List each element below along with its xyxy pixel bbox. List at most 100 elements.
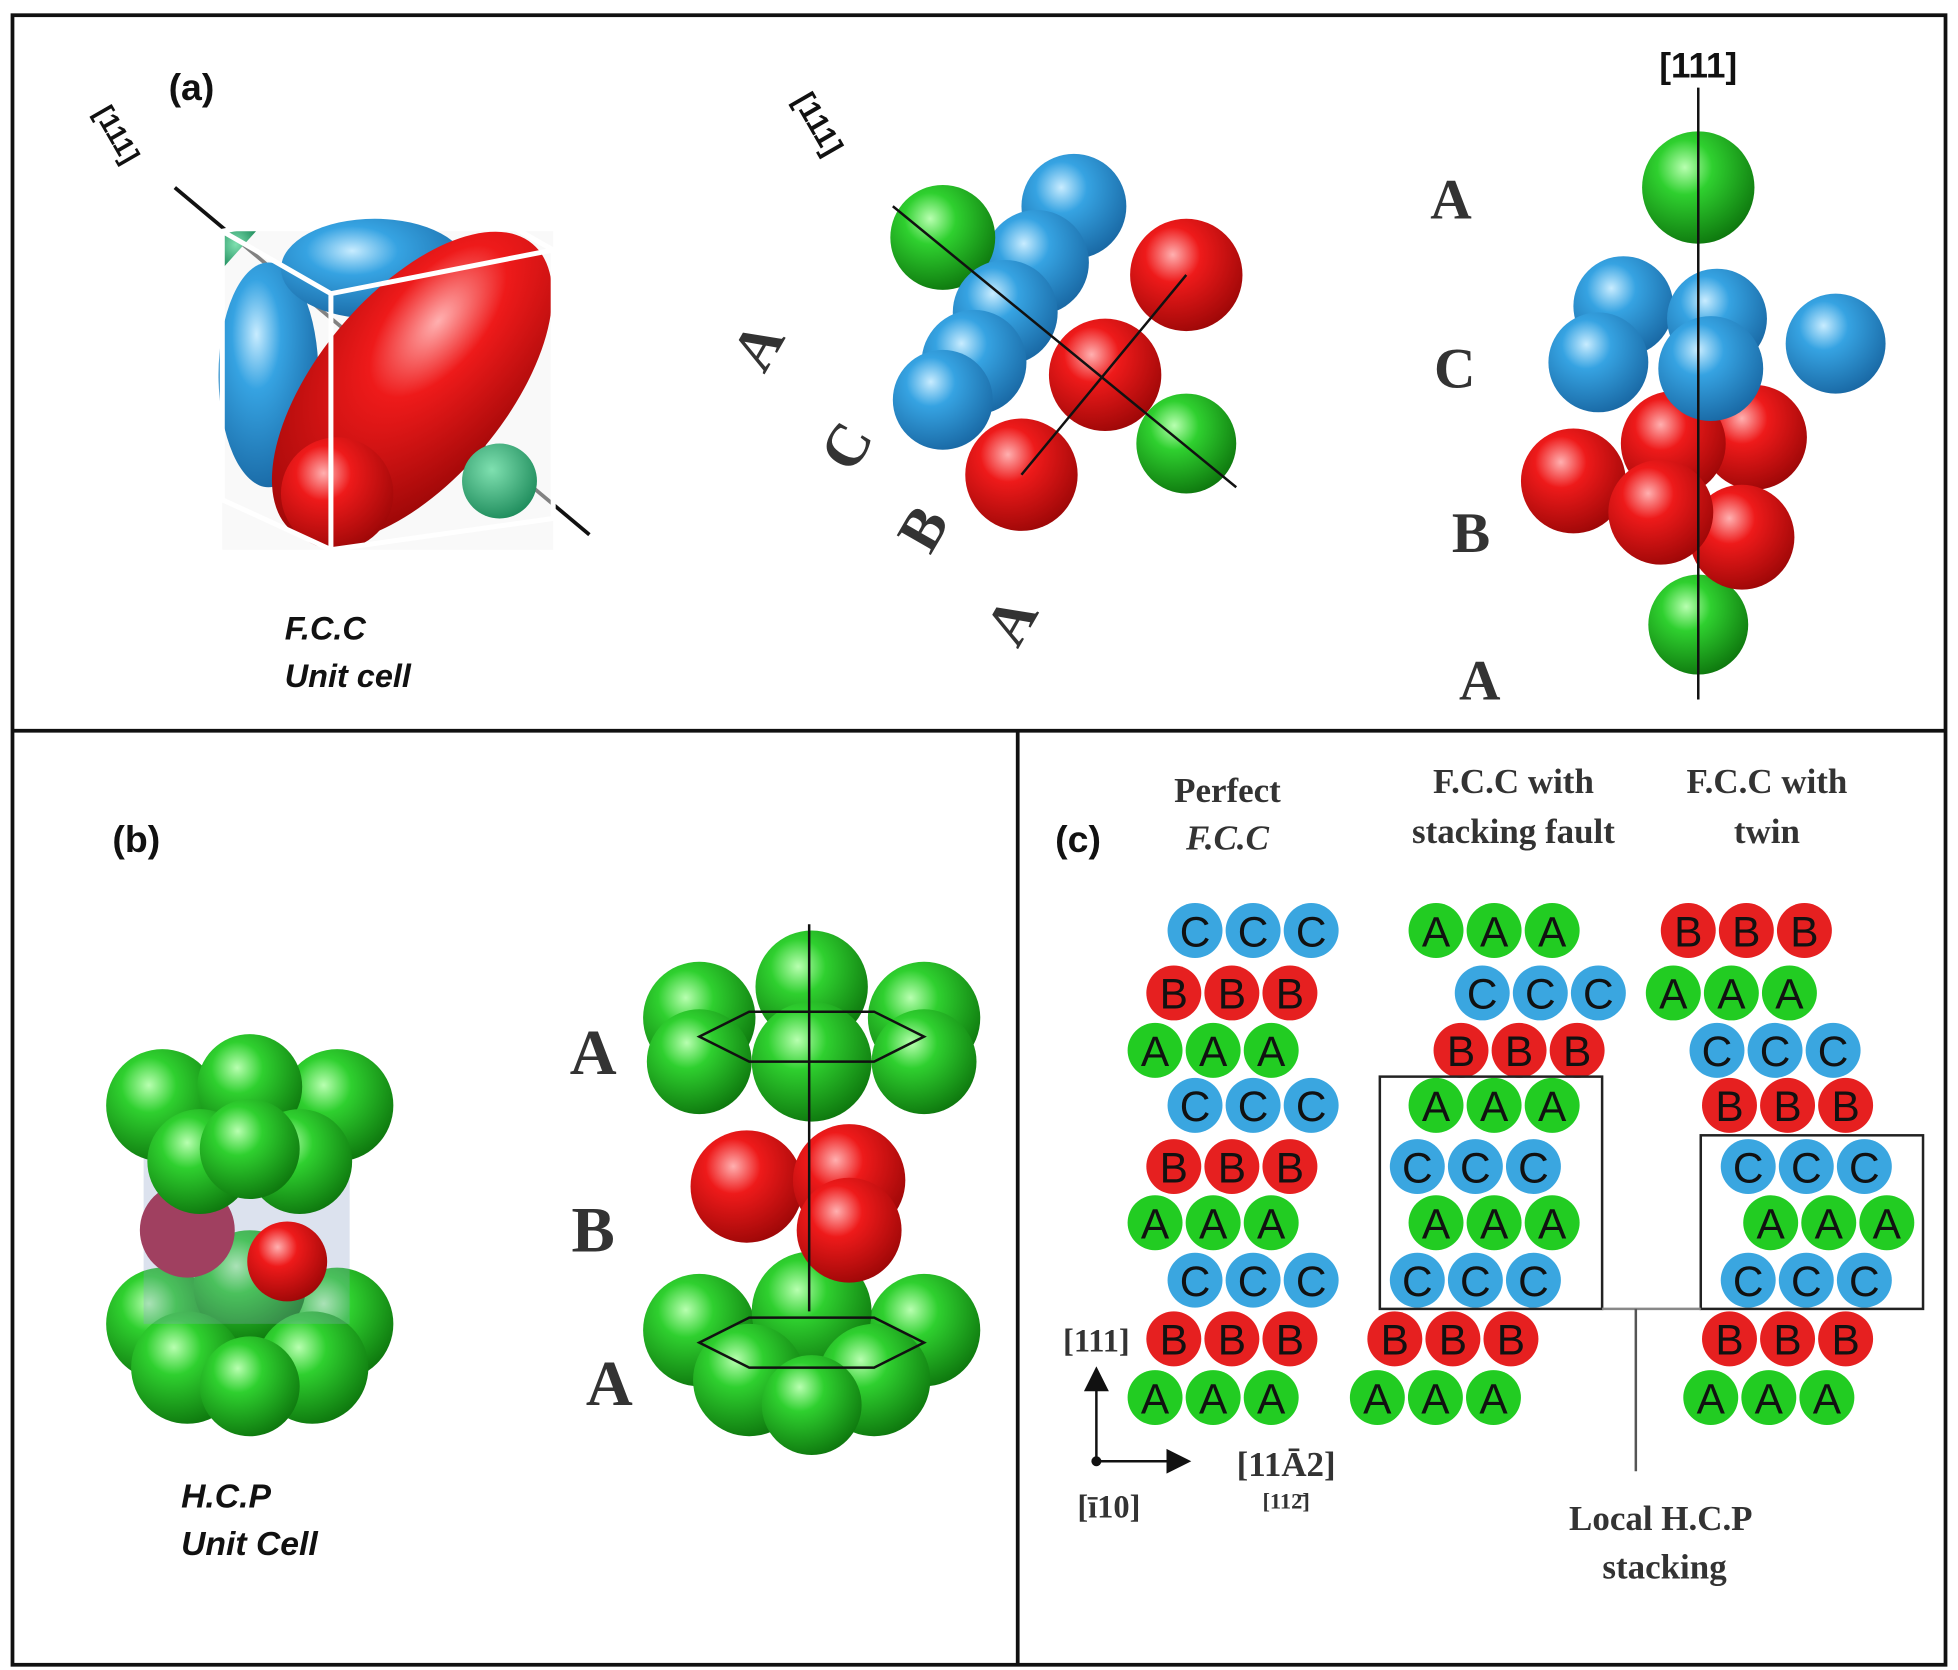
hcp-caption-1: H.C.P xyxy=(181,1477,271,1515)
atom-A: A xyxy=(1349,1370,1405,1426)
local-hcp-label-1: Local H.C.P xyxy=(1569,1499,1753,1538)
atom-letter: C xyxy=(1467,971,1498,1018)
atom-A: A xyxy=(1243,1370,1299,1426)
atom-B: B xyxy=(1204,1311,1260,1367)
atom-C: C xyxy=(1225,1077,1281,1133)
atom-C: C xyxy=(1225,1252,1281,1308)
atom-A: A xyxy=(1185,1195,1241,1251)
atom-letter: C xyxy=(1849,1144,1880,1191)
atom-circle xyxy=(1408,1077,1464,1133)
atom-letter: A xyxy=(1257,1375,1286,1422)
axis-origin-dot xyxy=(1091,1456,1102,1467)
atom-letter: B xyxy=(1218,971,1246,1018)
atom-B: B xyxy=(1702,1311,1757,1367)
col-perfect-title-1: Perfect xyxy=(1174,771,1281,810)
atom-letter: C xyxy=(1238,1083,1269,1130)
atom-C: C xyxy=(1720,1139,1776,1195)
atom-circle xyxy=(1225,903,1281,958)
atom-A: A xyxy=(1683,1370,1739,1426)
atom-letter: A xyxy=(1717,971,1746,1018)
atom-circle xyxy=(1185,1195,1241,1251)
atom-circle xyxy=(1720,1252,1776,1308)
atom-letter: A xyxy=(1538,1083,1567,1130)
atom-A: A xyxy=(1524,1195,1580,1251)
atom-letter: A xyxy=(1199,1200,1228,1247)
atom-A: A xyxy=(1243,1022,1299,1078)
atom-B: B xyxy=(1433,1022,1489,1078)
atom-A: A xyxy=(1466,1195,1522,1251)
atom-letter: A xyxy=(1141,1028,1170,1075)
atom-letter: C xyxy=(1460,1258,1491,1305)
atom-letter: B xyxy=(1160,1317,1188,1364)
atom-letter: A xyxy=(1199,1375,1228,1422)
atom-letter: C xyxy=(1583,971,1614,1018)
panel-a-label: (a) xyxy=(169,66,215,108)
atom-C: C xyxy=(1836,1139,1892,1195)
col-twin-title-1: F.C.C with xyxy=(1687,762,1848,801)
atom-B: B xyxy=(1718,903,1774,958)
atom-C: C xyxy=(1747,1022,1803,1078)
atom-circle xyxy=(1389,1252,1445,1308)
atom-circle xyxy=(1204,1311,1260,1367)
atom-circle xyxy=(1367,1311,1423,1367)
atom-B: B xyxy=(1204,965,1260,1021)
atom-letter: B xyxy=(1831,1083,1859,1130)
atom-letter: C xyxy=(1296,1258,1327,1305)
atom-circle xyxy=(1505,1252,1561,1308)
atom-circle xyxy=(1167,903,1223,958)
atom-letter: B xyxy=(1505,1028,1533,1075)
atom-A: A xyxy=(1127,1370,1183,1426)
atom-circle xyxy=(1818,1311,1874,1367)
atom-B: B xyxy=(1483,1311,1539,1367)
atom-C: C xyxy=(1836,1252,1892,1308)
atom-letter: B xyxy=(1674,908,1702,955)
atom-A: A xyxy=(1127,1195,1183,1251)
atom-C: C xyxy=(1167,1077,1223,1133)
atom-circle xyxy=(1408,1195,1464,1251)
atom-circle xyxy=(1185,1370,1241,1426)
atom-letter: B xyxy=(1831,1317,1859,1364)
atom-circle xyxy=(1512,965,1568,1021)
axis-111-label-middle: [111] xyxy=(787,87,849,161)
hcp-layer-B: B xyxy=(571,1194,614,1266)
axis-origin-label: [ī10] xyxy=(1077,1489,1140,1525)
hcp-caption-2: Unit Cell xyxy=(181,1525,318,1563)
atom-A: A xyxy=(1466,1370,1521,1426)
atom-letter: A xyxy=(1815,1200,1844,1247)
atom-circle xyxy=(1818,1077,1874,1133)
atom-letter: B xyxy=(1773,1317,1801,1364)
atom-circle xyxy=(1447,1252,1503,1308)
atom-circle xyxy=(1262,1139,1318,1195)
atom-letter: A xyxy=(1479,1375,1508,1422)
atom-C: C xyxy=(1283,1252,1339,1308)
atom-circle xyxy=(1447,1139,1503,1195)
atom-circle xyxy=(1491,1022,1547,1078)
atom-letter: C xyxy=(1180,1258,1211,1305)
atom-circle xyxy=(1225,1252,1281,1308)
atom-circle xyxy=(1243,1370,1299,1426)
atom-letter: A xyxy=(1422,1200,1451,1247)
atom-C: C xyxy=(1512,965,1568,1021)
atom-letter: A xyxy=(1480,908,1509,955)
atom-letter: C xyxy=(1238,908,1269,955)
atom-letter: A xyxy=(1421,1375,1450,1422)
atom-letter: C xyxy=(1402,1144,1433,1191)
atom-C: C xyxy=(1389,1252,1445,1308)
atom-circle xyxy=(1146,965,1202,1021)
atom-A: A xyxy=(1408,1077,1464,1133)
atom-circle xyxy=(1720,1139,1776,1195)
atom-letter: A xyxy=(1538,908,1567,955)
atom-letter: A xyxy=(1775,971,1804,1018)
atom-circle xyxy=(1167,1077,1223,1133)
atom-letter: A xyxy=(1141,1200,1170,1247)
atom-circle xyxy=(1283,1077,1339,1133)
atom-circle xyxy=(1225,1077,1281,1133)
atom-letter: A xyxy=(1257,1028,1286,1075)
atom-B: B xyxy=(1760,1311,1816,1367)
middle-layer-A-top: A xyxy=(718,311,797,381)
hcp-unit-cell xyxy=(106,1034,394,1437)
middle-layer-A-bottom: A xyxy=(972,586,1051,656)
atom-letter: C xyxy=(1518,1258,1549,1305)
atom-circle xyxy=(1127,1370,1183,1426)
atom-C: C xyxy=(1778,1252,1834,1308)
